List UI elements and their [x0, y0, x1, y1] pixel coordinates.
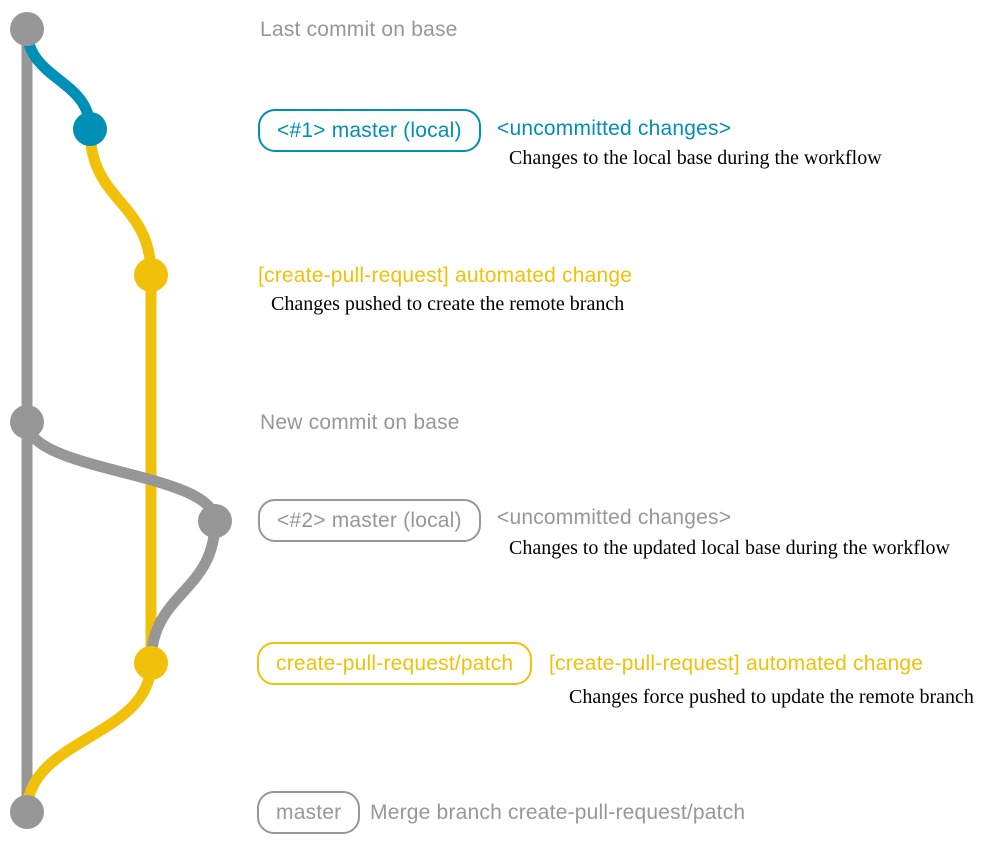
local-branch-curve-1 [21, 28, 96, 130]
commit-dot-last-base [10, 12, 44, 46]
local-branch-rebase-curve [145, 520, 221, 664]
commit-annotation-local-1: Changes to the local base during the wor… [509, 147, 882, 169]
commit-message-push-2: [create-pull-request] automated change [549, 652, 924, 675]
branch-label-master-local-2: <#2> master (local) [258, 499, 481, 542]
commit-annotation-push-2: Changes force pushed to update the remot… [569, 686, 974, 708]
commit-message-last-base: Last commit on base [260, 18, 458, 41]
commit-annotation-push-1: Changes pushed to create the remote bran… [271, 293, 625, 315]
commit-message-local-1: <uncommitted changes> [497, 117, 732, 140]
remote-branch-curve-1 [84, 128, 157, 276]
commit-dot-push-2 [134, 646, 168, 680]
commit-message-local-2: <uncommitted changes> [497, 506, 732, 529]
commit-dot-new-base [10, 405, 44, 439]
commit-dot-local-2 [198, 504, 232, 538]
commit-message-push-1: [create-pull-request] automated change [258, 264, 633, 287]
branch-label-master-local-1: <#1> master (local) [258, 109, 481, 152]
local-branch-curve-2 [21, 421, 221, 523]
branch-label-master: master [257, 791, 361, 834]
remote-branch-merge-curve [21, 662, 157, 813]
commit-dot-local-1 [73, 112, 107, 146]
commit-graph [10, 12, 232, 829]
branch-label-create-pull-request-patch: create-pull-request/patch [257, 642, 533, 685]
commit-dot-merge [10, 795, 44, 829]
commit-message-new-base: New commit on base [260, 411, 460, 434]
commit-dot-push-1 [134, 258, 168, 292]
commit-annotation-local-2: Changes to the updated local base during… [509, 537, 950, 559]
commit-message-merge: Merge branch create-pull-request/patch [370, 801, 746, 824]
